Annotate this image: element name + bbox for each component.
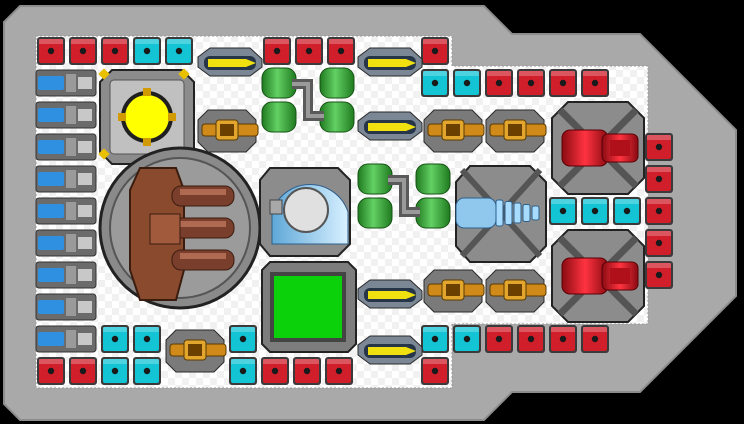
armor-block-cyan[interactable]	[165, 37, 193, 65]
armor-block-cyan[interactable]	[101, 325, 129, 353]
armor-block-red[interactable]	[517, 325, 545, 353]
armor-block-red[interactable]	[327, 37, 355, 65]
armor-block-cyan[interactable]	[229, 325, 257, 353]
armor-block-red[interactable]	[263, 37, 291, 65]
armor-block-cyan[interactable]	[101, 357, 129, 385]
armor-block-red[interactable]	[581, 325, 609, 353]
thruster[interactable]	[35, 261, 97, 289]
thruster[interactable]	[35, 133, 97, 161]
autocannon[interactable]	[165, 329, 227, 373]
armor-block-red[interactable]	[645, 165, 673, 193]
missile-launcher[interactable]	[357, 111, 423, 141]
armor-block-red[interactable]	[295, 37, 323, 65]
armor-block-red[interactable]	[37, 37, 65, 65]
armor-block-cyan[interactable]	[421, 69, 449, 97]
armor-block-red[interactable]	[69, 37, 97, 65]
armor-block-cyan[interactable]	[229, 357, 257, 385]
cockpit-dome[interactable]	[259, 167, 351, 257]
laser-emitter[interactable]	[455, 165, 547, 263]
armor-block-red[interactable]	[69, 357, 97, 385]
missile-launcher[interactable]	[357, 279, 423, 309]
control-screen[interactable]	[261, 261, 357, 353]
armor-block-red[interactable]	[261, 357, 289, 385]
armor-block-red[interactable]	[645, 229, 673, 257]
armor-block-cyan[interactable]	[581, 197, 609, 225]
thruster[interactable]	[35, 197, 97, 225]
red-turret[interactable]	[551, 229, 645, 323]
thruster[interactable]	[35, 69, 97, 97]
thruster[interactable]	[35, 293, 97, 321]
thruster[interactable]	[35, 165, 97, 193]
armor-block-red[interactable]	[421, 357, 449, 385]
red-turret[interactable]	[551, 101, 645, 195]
missile-launcher[interactable]	[197, 47, 263, 77]
autocannon[interactable]	[485, 269, 547, 313]
missile-launcher[interactable]	[357, 47, 423, 77]
main-cannon-turret[interactable]	[98, 146, 262, 310]
armor-block-cyan[interactable]	[549, 197, 577, 225]
fuel-tank[interactable]	[357, 163, 451, 229]
autocannon[interactable]	[423, 269, 485, 313]
missile-launcher[interactable]	[357, 335, 423, 365]
autocannon[interactable]	[197, 109, 259, 153]
armor-block-red[interactable]	[581, 69, 609, 97]
armor-block-red[interactable]	[421, 37, 449, 65]
autocannon[interactable]	[485, 109, 547, 153]
armor-block-cyan[interactable]	[421, 325, 449, 353]
armor-block-cyan[interactable]	[453, 69, 481, 97]
armor-block-cyan[interactable]	[133, 325, 161, 353]
armor-block-red[interactable]	[325, 357, 353, 385]
armor-block-red[interactable]	[549, 325, 577, 353]
armor-block-cyan[interactable]	[613, 197, 641, 225]
thruster[interactable]	[35, 229, 97, 257]
autocannon[interactable]	[423, 109, 485, 153]
armor-block-red[interactable]	[517, 69, 545, 97]
armor-block-red[interactable]	[293, 357, 321, 385]
armor-block-cyan[interactable]	[133, 357, 161, 385]
armor-block-red[interactable]	[645, 261, 673, 289]
armor-block-red[interactable]	[549, 69, 577, 97]
thruster[interactable]	[35, 101, 97, 129]
armor-block-red[interactable]	[485, 325, 513, 353]
armor-block-red[interactable]	[645, 133, 673, 161]
armor-block-red[interactable]	[101, 37, 129, 65]
armor-block-cyan[interactable]	[133, 37, 161, 65]
thruster[interactable]	[35, 325, 97, 353]
armor-block-cyan[interactable]	[453, 325, 481, 353]
fuel-tank[interactable]	[261, 67, 355, 133]
armor-block-red[interactable]	[645, 197, 673, 225]
armor-block-red[interactable]	[37, 357, 65, 385]
armor-block-red[interactable]	[485, 69, 513, 97]
